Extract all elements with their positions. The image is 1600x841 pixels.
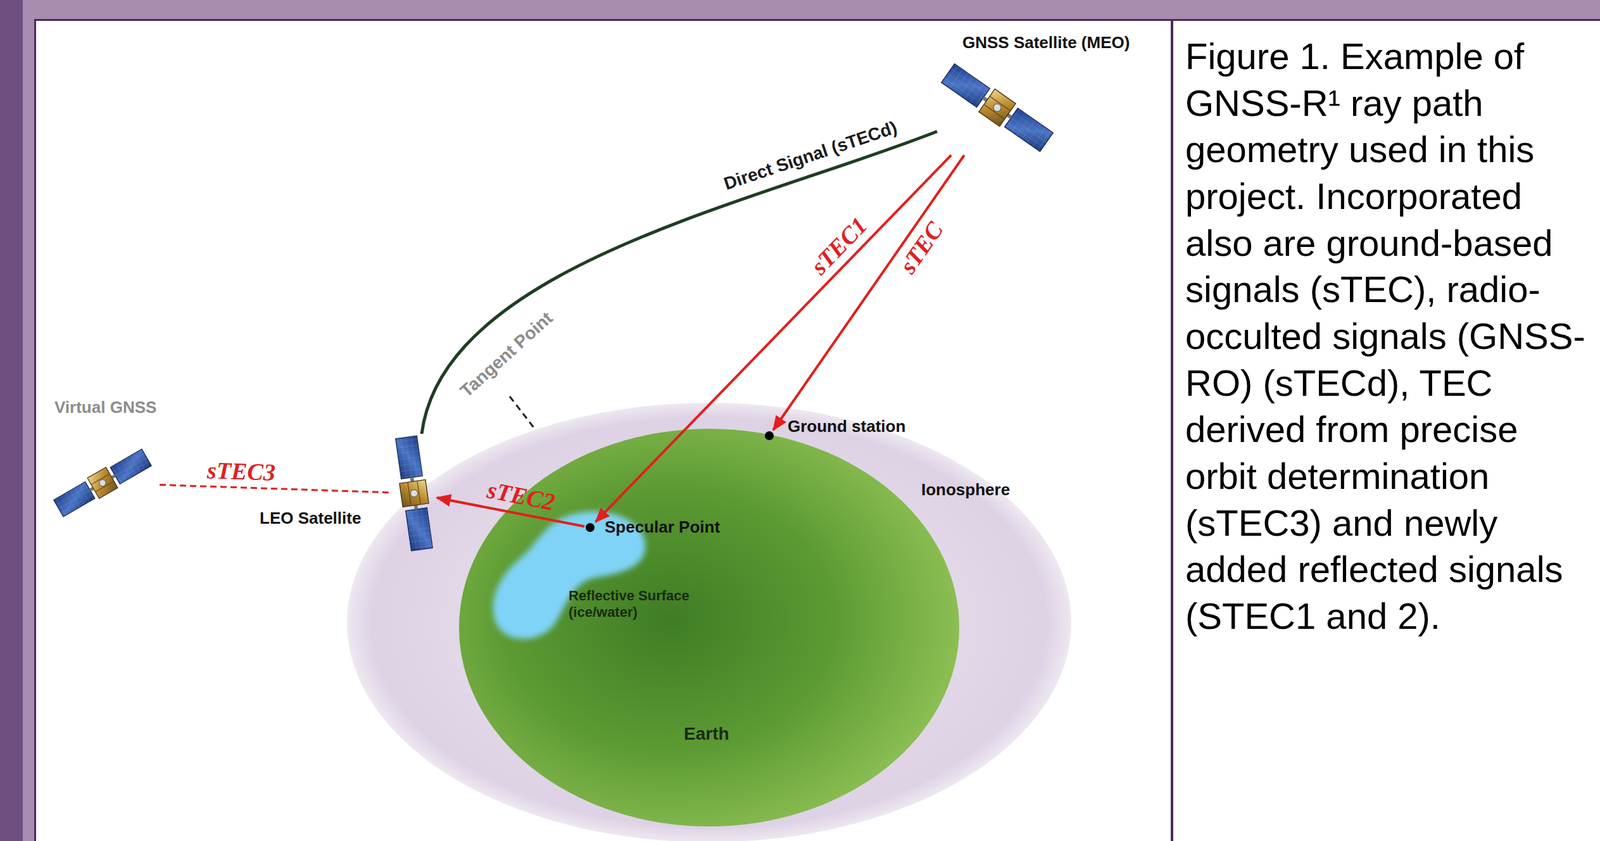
sat-shape (937, 60, 1058, 156)
node-label: Earth (683, 723, 730, 744)
panel-divider (1170, 18, 1174, 841)
sat-shape (391, 433, 437, 553)
node-label: LEO Satellite (259, 508, 361, 529)
node-label: Ionosphere (921, 479, 1010, 500)
dot-shape (763, 429, 775, 442)
signal-label: sTEC3 (206, 455, 276, 487)
direct-signal-curve (421, 131, 938, 435)
node-label: Ground station (787, 416, 906, 437)
node-label: GNSS Satellite (MEO) (962, 32, 1130, 53)
sat-shape (45, 446, 160, 520)
leo-satellite: LEO Satellite (391, 433, 437, 553)
specular-point-dot: Specular Point (584, 521, 596, 534)
ground-signal-ray (773, 155, 965, 430)
virtual-gnss-satellite: Virtual GNSS (45, 446, 160, 520)
ground-station-dot: Ground station (763, 429, 775, 442)
dot-shape (584, 521, 596, 534)
ionosphere-ellipse: IonosphereEarth Ground stationReflective … (346, 402, 1072, 841)
frame-strip (0, 0, 23, 841)
signal-label: sTEC (894, 216, 950, 279)
reflective-surface: Reflective Surface (ice/water)Specular P… (484, 506, 649, 643)
diagram-panel: GNSS Satellite (MEO) Virtual GNSS LEO Sate… (36, 20, 1171, 841)
reflected-signal-ray (595, 155, 952, 522)
figure-caption: Figure 1. Example of GNSS-R¹ ray path ge… (1185, 32, 1594, 640)
pod-signal-ray (159, 485, 392, 493)
node-label: Virtual GNSS (54, 397, 157, 418)
connector-layer (36, 20, 1171, 841)
node-label: Specular Point (604, 517, 720, 537)
annotation-label: Tangent Point (456, 307, 558, 401)
node-label: Reflective Surface (ice/water) (568, 587, 705, 622)
gnss-satellite: GNSS Satellite (MEO) (937, 60, 1058, 156)
